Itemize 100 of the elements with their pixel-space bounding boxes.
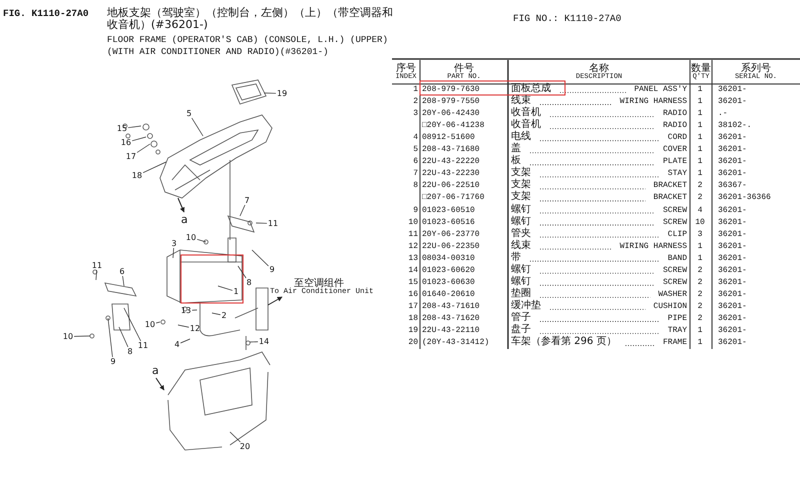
quantity: 3 (696, 230, 704, 239)
quantity: 1 (696, 254, 704, 263)
part-number: 01023-60516 (422, 218, 475, 227)
callout-number: 9 (268, 265, 276, 274)
description-chinese: 螺钉 (511, 216, 531, 228)
serial-number: 36201- (718, 254, 747, 263)
part-number: □207-06-71760 (422, 193, 484, 202)
description-chinese: 盖 (511, 143, 521, 154)
part-number: 20Y-06-23770 (422, 230, 480, 239)
leader-line (74, 336, 90, 337)
item-index: 5 (412, 145, 418, 154)
leader-line (256, 222, 268, 224)
description-english: SCREW (662, 218, 687, 227)
quantity: 4 (696, 206, 704, 214)
callout-number: 14 (258, 337, 270, 346)
quantity: 1 (696, 133, 704, 142)
leader-line (118, 326, 128, 348)
description-english: CORD (668, 133, 687, 142)
description-chinese: 支架 (511, 191, 531, 204)
description-english: CLIP (668, 230, 687, 239)
description-english: PIPE (668, 314, 687, 323)
quantity: 2 (696, 181, 704, 190)
part-number: 01023-60620 (422, 266, 475, 275)
part-number: □20Y-06-41238 (422, 121, 484, 130)
leader-line (132, 136, 146, 142)
description-chinese: 线束 (511, 240, 531, 252)
leader-line (108, 318, 113, 358)
column-header: 数量 (690, 62, 712, 74)
description-chinese: 面板总成 (511, 83, 551, 94)
leader-line (142, 162, 166, 174)
description-english: COVER (662, 145, 687, 154)
callout-number: 20 (238, 442, 252, 451)
serial-number: 36201- (718, 133, 747, 142)
quantity: 2 (696, 266, 704, 275)
leader-line (172, 248, 174, 258)
description-english: CUSHION (653, 302, 687, 311)
leader-line (196, 238, 206, 242)
callout-number: 10 (62, 332, 74, 341)
description-chinese: 收音机 (511, 107, 541, 118)
callout-number: 2 (220, 311, 228, 320)
quantity: 1 (696, 121, 704, 130)
callout-number: 5 (185, 109, 193, 118)
description-english: PANEL ASS'Y (634, 85, 687, 94)
part-number: 208-43-71610 (422, 302, 480, 311)
item-index: 17 (407, 302, 418, 311)
item-index: 10 (407, 218, 418, 227)
serial-number: 38102-. (718, 121, 752, 130)
serial-number: .- (718, 109, 728, 118)
column-header: 件号 (454, 62, 474, 74)
item-index: 8 (412, 181, 418, 190)
callout-number: 11 (266, 219, 280, 228)
quantity: 1 (696, 169, 704, 178)
callout-number: 8 (126, 347, 134, 356)
description-chinese: 螺钉 (511, 204, 531, 216)
item-index: 14 (407, 266, 418, 275)
callout-number: 4 (173, 340, 181, 349)
item-index: 19 (407, 326, 418, 335)
callout-number: 1 (232, 287, 240, 296)
part-number: 01640-20610 (422, 290, 475, 299)
quantity: 1 (696, 145, 704, 154)
quantity: 1 (696, 97, 704, 106)
part-number: 22U-06-22350 (422, 242, 480, 251)
quantity: 1 (696, 157, 704, 166)
quantity: 1 (696, 242, 704, 251)
description-english: TRAY (668, 326, 687, 335)
quantity: 2 (696, 278, 704, 287)
item-index: 18 (407, 314, 418, 323)
callout-number: 8 (245, 278, 253, 287)
description-english: PLATE (662, 157, 687, 166)
figure-number: FIG NO.: K1110-27A0 (513, 13, 622, 24)
figure-title-chinese: 地板支架（驾驶室）（控制台，左侧）（上）（带空调器和收音机）(#36201-) (107, 7, 394, 31)
description-chinese: 缓冲垫 (511, 300, 541, 312)
leader-line (191, 118, 204, 136)
quantity: 1 (696, 85, 704, 94)
leader-line (212, 312, 221, 316)
part-number: 22U-06-22510 (422, 181, 480, 190)
serial-number: 36201- (718, 314, 747, 323)
quantity: 2 (696, 193, 704, 202)
description-english: SCREW (662, 278, 687, 287)
callout-number: 3 (170, 239, 178, 248)
item-index: 16 (407, 290, 418, 299)
leader-line (264, 92, 276, 94)
part-number: 22U-43-22110 (422, 326, 480, 335)
leader-line (230, 432, 241, 442)
callout-number: 11 (90, 261, 104, 270)
description-english: STAY (668, 169, 687, 178)
item-index: 13 (407, 254, 418, 263)
part-number: 208-979-7630 (422, 85, 480, 94)
part-number: 08034-00310 (422, 254, 475, 263)
description-english: SCREW (662, 266, 687, 275)
column-header: 名称 (589, 62, 609, 74)
serial-number: 36201- (718, 230, 747, 239)
description-english: WASHER (658, 290, 687, 299)
callout-number: 9 (109, 357, 117, 366)
reference-letter: a (152, 364, 159, 377)
description-chinese: 支架 (511, 167, 531, 178)
description-chinese: 支架 (511, 179, 531, 190)
part-number: 20Y-06-42430 (422, 109, 480, 118)
serial-number: 36367- (718, 181, 747, 190)
callout-number: 10 (144, 320, 156, 329)
